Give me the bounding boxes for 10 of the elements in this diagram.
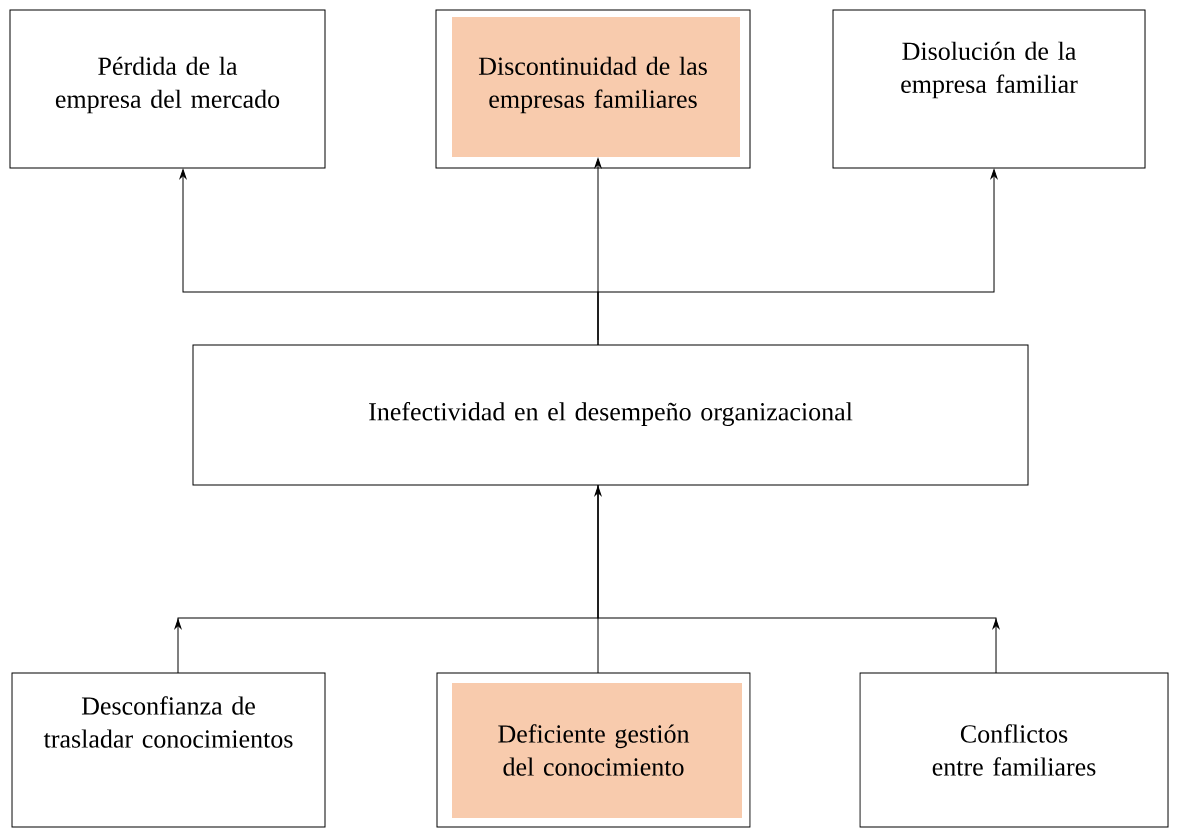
arrow xyxy=(594,486,602,674)
process-box: Disolución de la empresa familiar xyxy=(832,9,1146,169)
arrow xyxy=(597,169,998,346)
process-box: Conflictos entre familiares xyxy=(859,672,1169,828)
process-box: Discontinuidad de las empresas familiares xyxy=(435,9,751,169)
process-box: Pérdida de la empresa del mercado xyxy=(9,9,326,169)
process-box: Desconfianza de trasladar conocimientos xyxy=(11,672,326,828)
process-box: Deficiente gestión del conocimiento xyxy=(436,672,751,828)
arrow xyxy=(597,484,1000,674)
process-box: Inefectividad en el desempeño organizacional xyxy=(192,344,1029,486)
